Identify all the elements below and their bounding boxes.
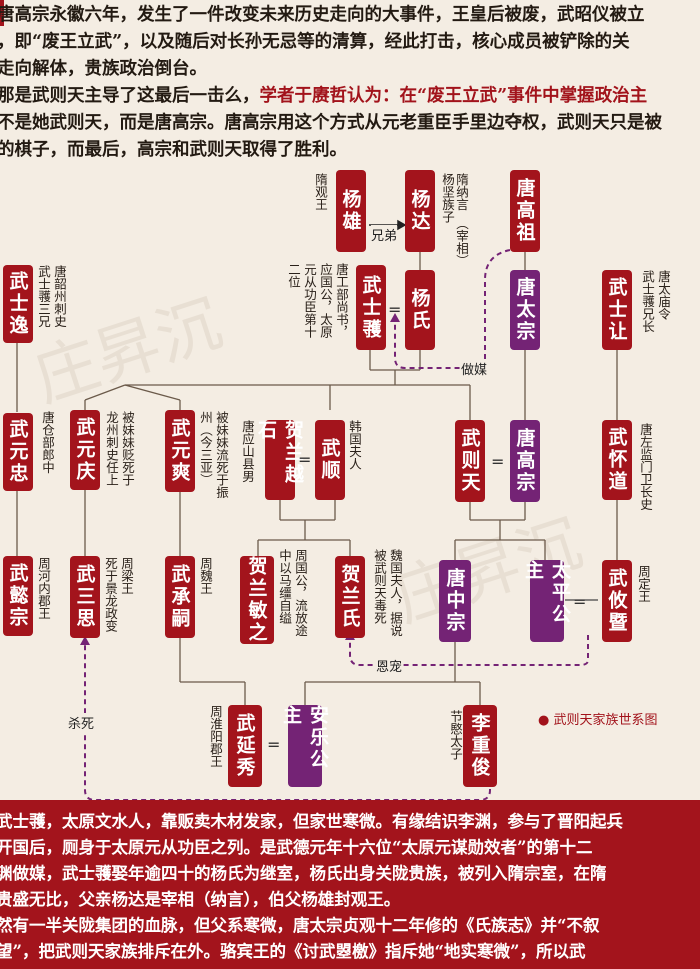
- note-wu-shirang: 武士彟兄长: [640, 270, 655, 333]
- intro-line-4a: 那是武则天主导了这最后一击么，: [0, 86, 260, 106]
- node-wu-shiyue: 武士彟: [356, 265, 386, 350]
- family-tree: 杨雄 杨达 唐高祖 武士逸 武士彟 杨氏 唐太宗 武士让 武元忠 武元庆 武元爽…: [0, 165, 700, 805]
- note-wu-shiyue: 唐工部尚书，: [334, 263, 349, 338]
- note-wu-yuanqing: 龙州刺史任上: [104, 411, 119, 486]
- header-color-strip: [0, 0, 4, 26]
- note-wu-yuanshuang: 被妹妹流死于振: [214, 411, 229, 499]
- node-wu-huaidao: 武怀道: [602, 420, 632, 500]
- note-li-chongjun: 节愍太子: [448, 710, 463, 760]
- node-wu-youji: 武攸暨: [602, 560, 632, 642]
- note-wu-sansi: 死于景龙政变: [103, 557, 118, 632]
- node-taiping: 太平公主: [522, 560, 571, 642]
- bottom-line-4: 贵盛无比，父亲杨达是宰相（纳言），伯父杨雄封观王。: [0, 890, 401, 909]
- intro-line-4b: 学者于赓哲认为：在“废王立武”事件中掌握政治主: [259, 86, 648, 106]
- note-yang-da: （宰相）: [454, 217, 469, 267]
- intro-line-5: 不是她武则天，而是唐高宗。唐高宗用这个方式从元老重臣手里边夺权，武则天只是被: [0, 113, 662, 133]
- bottom-text-panel: 武士彟，太原文水人，靠贩卖木材发家，但家世寒微。有缘结识李渊，参与了晋阳起兵 开…: [0, 800, 700, 969]
- bottom-line-5: 然有一半关陇集团的血脉，但父系寒微，唐太宗贞观十二年修的《氏族志》并“不叙: [0, 916, 600, 935]
- node-wu-yizong: 武懿宗: [3, 556, 33, 636]
- node-helan-yueshi: 贺兰越石: [255, 420, 304, 500]
- node-helan-shi: 贺兰氏: [335, 556, 365, 638]
- intro-line-3: 走向解体，贵族政治倒台。: [0, 59, 207, 79]
- node-wu-yuanzhong: 武元忠: [3, 413, 33, 491]
- note-wu-shiyue: 二位: [286, 263, 301, 288]
- label-brothers: 兄弟: [371, 225, 398, 244]
- intro-line-2: ，即“废王立武”，以及随后对长孙无忌等的清算，经此打击，核心成员被铲除的关: [0, 32, 630, 52]
- note-wu-shun: 韩国夫人: [347, 420, 362, 470]
- node-wu-shirang: 武士让: [602, 270, 632, 350]
- label-favor: 恩宠: [376, 656, 403, 675]
- node-tang-gaozong: 唐高宗: [510, 420, 540, 502]
- node-wu-yuanqing: 武元庆: [70, 410, 100, 490]
- node-li-chongjun: 李重俊: [463, 705, 497, 787]
- note-yang-xiong: 隋观王: [313, 173, 328, 211]
- note-wu-shirang: 唐太庙令: [656, 270, 671, 320]
- node-tang-taizong: 唐太宗: [510, 270, 540, 350]
- note-wu-huaidao: 唐左监门卫长史: [638, 423, 653, 511]
- note-helan-shi: 魏国夫人，据说: [388, 549, 403, 637]
- note-wu-yizong: 周河内郡王: [36, 557, 51, 620]
- note-yang-da: 隋纳言: [454, 173, 469, 211]
- bottom-line-6: 望”，把武则天家族排斥在外。骆宾王的《讨武曌檄》指斥她“地实寒微”，所以武: [0, 942, 586, 961]
- intro-line-1: 唐高宗永徽六年，发生了一件改变未来历史走向的大事件，王皇后被废，武昭仪被立: [0, 5, 645, 25]
- node-wu-shun: 武顺: [315, 420, 345, 500]
- note-wu-youji: 周定王: [636, 565, 651, 603]
- note-wu-shiyi: 唐韶州刺史: [52, 265, 67, 328]
- note-wu-yuanzhong: 唐仓部郎中: [40, 411, 55, 474]
- note-wu-shiyue: 元从功臣第十: [302, 263, 317, 338]
- node-helan-minzhi: 贺兰敏之: [240, 556, 274, 644]
- note-wu-sansi: 周梁王: [119, 557, 134, 595]
- spouse-equals: =: [388, 300, 402, 319]
- node-yang-da: 杨达: [405, 170, 435, 252]
- spouse-equals: =: [298, 450, 312, 469]
- node-yang-shi: 杨氏: [405, 270, 435, 350]
- note-wu-yuanqing: 被妹妹贬死于: [120, 411, 135, 486]
- node-tang-gaozu: 唐高祖: [510, 170, 540, 252]
- legend-title: ● 武则天家族世系图: [538, 713, 658, 728]
- note-wu-shiyue: 应国公，太原: [318, 263, 333, 338]
- legend-text: 武则天家族世系图: [553, 713, 658, 728]
- spouse-equals: =: [491, 452, 505, 471]
- node-wu-chengsi: 武承嗣: [165, 556, 195, 638]
- bottom-line-3: 渊做媒，武士彟娶年逾四十的杨氏为继室，杨氏出身关陇贵族，被列入隋宗室，在隋: [0, 864, 607, 883]
- node-wu-yanxiu: 武延秀: [228, 705, 262, 787]
- note-helan-minzhi: 周国公，流放途: [293, 549, 308, 637]
- note-yang-da: 杨坚族子: [440, 173, 455, 223]
- node-tang-zhongzong: 唐中宗: [439, 560, 471, 642]
- node-wu-shiyi: 武士逸: [3, 265, 33, 343]
- bottom-line-1: 武士彟，太原文水人，靠贩卖木材发家，但家世寒微。有缘结识李渊，参与了晋阳起兵: [0, 812, 623, 831]
- node-anle: 安乐公主: [280, 705, 329, 787]
- intro-text: 唐高宗永徽六年，发生了一件改变未来历史走向的大事件，王皇后被废，武昭仪被立 ，即…: [0, 0, 700, 165]
- node-wu-zetian: 武则天: [455, 420, 485, 502]
- label-killed: 杀死: [68, 713, 95, 732]
- spouse-equals: =: [573, 592, 587, 611]
- note-wu-yanxiu: 周淮阳郡王: [208, 705, 223, 768]
- bottom-line-2: 开国后，厕身于太原元从功臣之列。是武德元年十六位“太原元谋勋效者”的第十二: [0, 838, 593, 857]
- note-wu-shiyi: 武士彟三兄: [36, 265, 51, 328]
- node-wu-sansi: 武三思: [70, 556, 100, 638]
- spouse-equals: =: [267, 735, 281, 754]
- intro-line-6: 的棋子，而最后，高宗和武则天取得了胜利。: [0, 140, 347, 160]
- intro-line-4: 那是武则天主导了这最后一击么，学者于赓哲认为：在“废王立武”事件中掌握政治主: [0, 83, 647, 109]
- note-helan-minzhi: 中以马缰自缢: [277, 549, 292, 624]
- node-yang-xiong: 杨雄: [336, 170, 366, 252]
- note-wu-yuanshuang: 州（今三亚）: [198, 411, 213, 486]
- node-wu-yuanshuang: 武元爽: [165, 410, 195, 492]
- note-helan-shi: 被武则天毒死: [372, 549, 387, 624]
- note-helan-yueshi: 唐应山县男: [240, 420, 255, 483]
- note-wu-chengsi: 周魏王: [198, 557, 213, 595]
- label-matchmaker: 做媒: [461, 359, 488, 378]
